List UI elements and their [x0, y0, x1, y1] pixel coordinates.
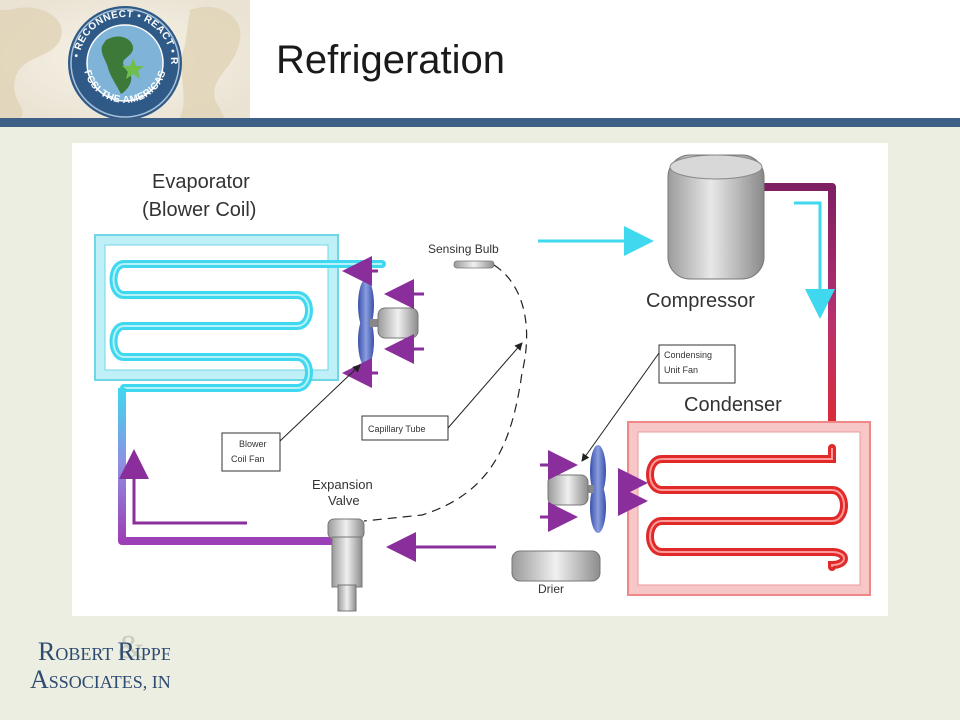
evaporator-sublabel: (Blower Coil)	[142, 199, 256, 221]
logo-ampersand: &	[118, 629, 144, 666]
capillary-tube-label: Capillary Tube	[368, 424, 426, 434]
drier	[511, 550, 601, 582]
condensing-fan-label-line2: Unit Fan	[664, 365, 698, 375]
compressor-label: Compressor	[646, 290, 755, 312]
evaporator-label: Evaporator	[152, 171, 250, 193]
blower-fan-label-line1: Blower	[239, 439, 267, 449]
logo-r1: R	[38, 637, 56, 666]
evaporator-coil	[94, 234, 386, 392]
logo-a: A	[30, 665, 49, 694]
discharge-line	[762, 183, 836, 448]
blower-fan-label-line2: Coil Fan	[231, 454, 265, 464]
robert-rippe-associates-logo: & ROBERT RIPPE ASSOCIATES, INC.	[30, 629, 170, 694]
slide-title: Refrigeration	[276, 38, 506, 82]
logo-ippe: IPPE	[135, 644, 170, 664]
compressor	[667, 154, 765, 280]
return-line	[118, 388, 332, 545]
blower-coil-fan-callout	[221, 364, 361, 472]
condensing-fan-label-line1: Condensing	[664, 350, 712, 360]
logo-ssociates: SSOCIATES, INC.	[49, 672, 170, 692]
capillary-tube-callout	[361, 342, 523, 441]
condensing-unit-fan	[547, 445, 606, 533]
svg-text:ASSOCIATES, INC.: ASSOCIATES, INC.	[30, 665, 170, 694]
expansion-valve-label-line2: Valve	[328, 493, 360, 508]
blower-coil-fan	[358, 279, 419, 367]
sensing-bulb-label: Sensing Bulb	[428, 242, 499, 256]
evaporator-airflow-arrows	[342, 256, 424, 388]
logo-r2: R	[117, 637, 135, 666]
logo-obert: OBERT	[55, 644, 117, 664]
capillary-tube-line	[363, 264, 528, 522]
svg-text:ROBERT RIPPE: ROBERT RIPPE	[38, 637, 170, 666]
condenser-airflow-arrows	[540, 450, 648, 532]
condenser-label: Condenser	[684, 394, 782, 416]
condensing-unit-fan-callout	[581, 344, 736, 462]
fcsi-globe-logo: RESET • RECONNECT • REACT • RENEW FCSI-T…	[66, 4, 182, 120]
expansion-valve-label-line1: Expansion	[312, 477, 373, 492]
header-divider	[0, 118, 960, 127]
flow-direction-arrows	[119, 201, 835, 562]
refrigeration-diagram: Evaporator (Blower Coil) Sensing Bulb Co…	[72, 143, 888, 616]
expansion-valve	[327, 518, 365, 612]
sensing-bulb	[453, 260, 495, 269]
condenser-coil	[627, 421, 871, 596]
drier-label: Drier	[538, 582, 564, 596]
